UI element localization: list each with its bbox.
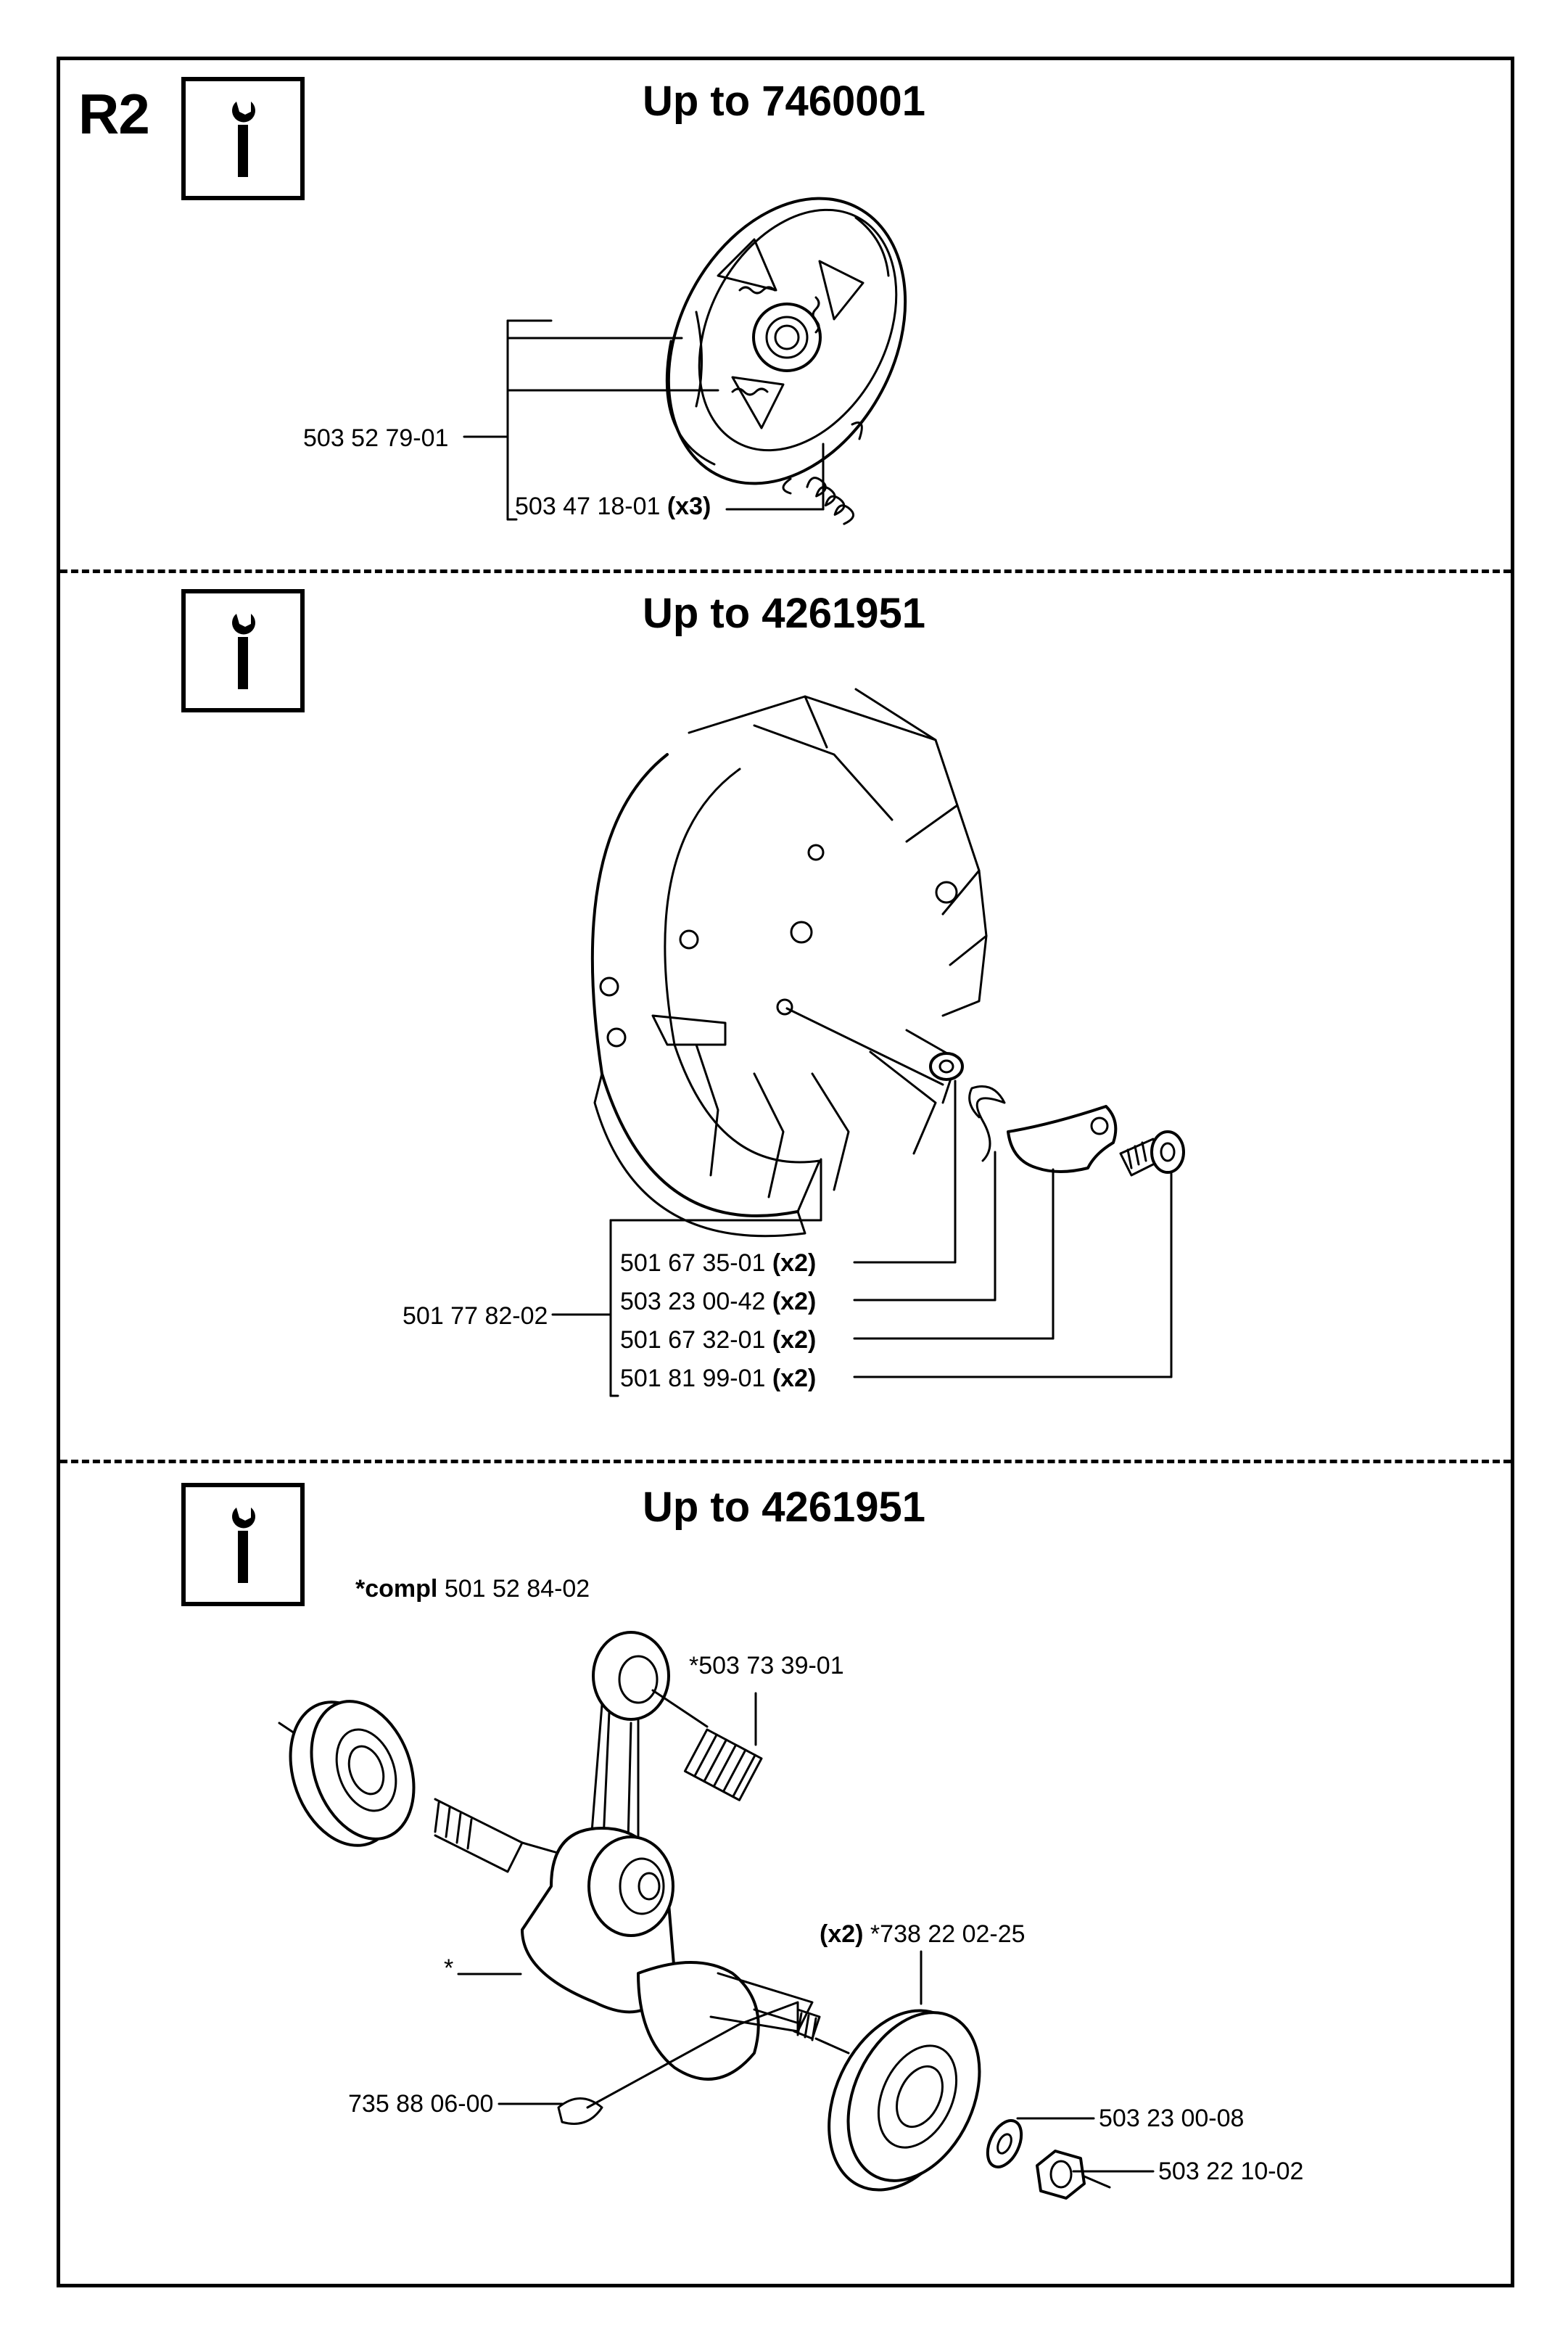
- part-label-clutch: 503 52 79-01: [303, 424, 449, 452]
- part-label-needle-bearing: *503 73 39-01: [689, 1652, 844, 1679]
- section-divider: [60, 569, 1511, 573]
- part-label-key: 735 88 06-00: [348, 2090, 494, 2118]
- section-title: Up to 4261951: [642, 1484, 926, 1531]
- part-label-crankshaft: *: [444, 1954, 454, 1982]
- part-label-crankshaft-complete: *compl 501 52 84-02: [355, 1575, 590, 1603]
- part-label-nut: 503 22 10-02: [1158, 2158, 1304, 2185]
- part-label-screw: 501 81 99-01 (x2): [620, 1365, 817, 1392]
- crankshaft-drawing: [278, 1631, 1111, 2200]
- part-label-ball-bearing: (x2) *738 22 02-25: [820, 1920, 1026, 1948]
- wrench-info-icon: [181, 77, 305, 200]
- wrench-info-icon: [181, 589, 305, 712]
- wrench-info-icon: [181, 1483, 305, 1606]
- part-label-flywheel: 501 77 82-02: [403, 1302, 548, 1330]
- clutch-drawing: [665, 197, 907, 525]
- part-label-washer: 503 23 00-08: [1099, 2105, 1245, 2132]
- section-divider: [60, 1460, 1511, 1463]
- part-label-spring: 503 47 18-01 (x3): [515, 493, 711, 520]
- section-title: Up to 7460001: [642, 78, 926, 125]
- part-label-pawl: 501 67 32-01 (x2): [620, 1326, 817, 1354]
- page-frame: [57, 57, 1514, 2287]
- part-label-washer: 501 67 35-01 (x2): [620, 1249, 817, 1277]
- part-label-spring: 503 23 00-42 (x2): [620, 1288, 817, 1315]
- flywheel-drawing: [590, 688, 1185, 1238]
- section-title: Up to 4261951: [642, 590, 926, 637]
- page-code: R2: [78, 82, 150, 146]
